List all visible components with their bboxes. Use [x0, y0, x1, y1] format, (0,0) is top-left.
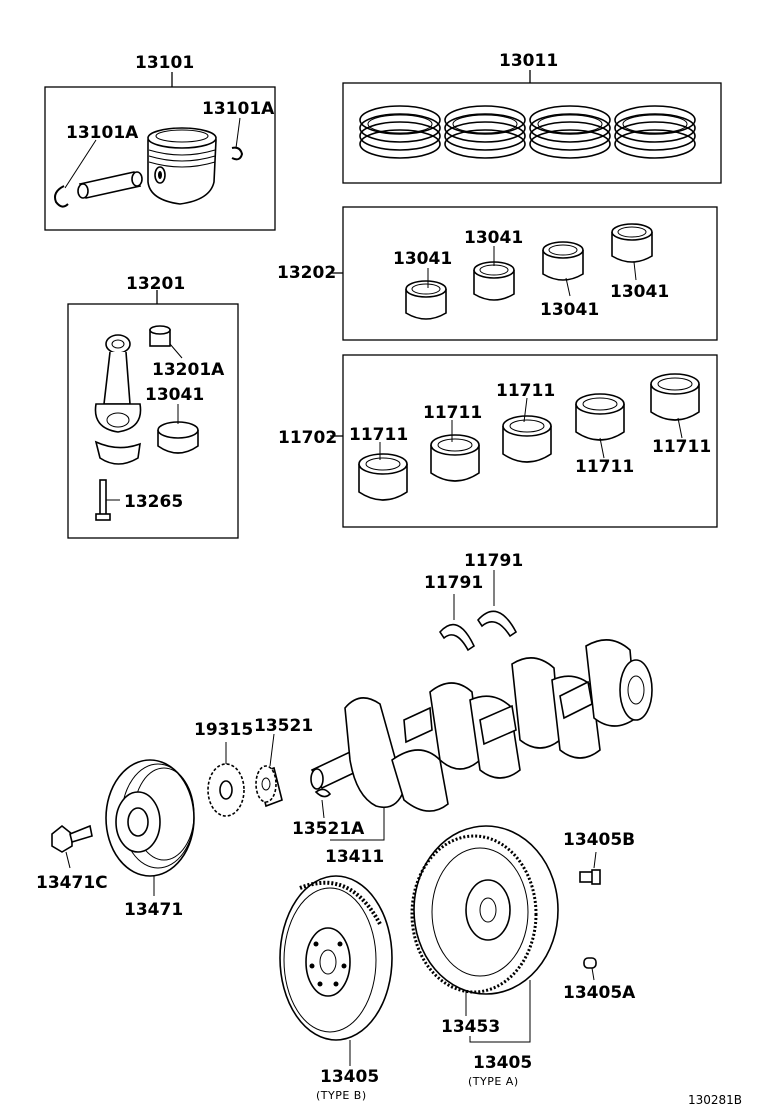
label-13265: 13265 — [124, 492, 183, 512]
flywheel-type-b-icon — [279, 875, 393, 1041]
flywheel-pin-icon — [583, 957, 597, 969]
catalog-code: 130281B — [688, 1093, 742, 1107]
flywheel-pin-group[interactable] — [583, 957, 597, 981]
thrust-washer-left-icon — [438, 623, 476, 652]
label-13041-2: 13041 — [464, 228, 523, 248]
label-13411: 13411 — [325, 847, 384, 867]
label-13405a: 13405A — [563, 983, 636, 1003]
label-11711-3: 11711 — [496, 381, 555, 401]
connecting-rod-group[interactable] — [67, 290, 239, 539]
conrod-bearing-set-group[interactable] — [330, 206, 718, 341]
label-11702: 11702 — [278, 428, 337, 448]
label-13405-type-a: 13405 — [473, 1053, 532, 1073]
label-13471c: 13471C — [36, 873, 108, 893]
label-11791-left: 11791 — [424, 573, 483, 593]
timing-rotor-icon — [207, 763, 245, 817]
label-13041-4: 13041 — [610, 282, 669, 302]
label-13201a: 13201A — [152, 360, 225, 380]
label-13521: 13521 — [254, 716, 313, 736]
label-13202: 13202 — [277, 263, 336, 283]
pulley-bolt-group[interactable] — [51, 824, 93, 869]
flywheel-bolt-icon — [579, 869, 601, 885]
piston-pin-icon — [77, 171, 143, 199]
label-11711-2: 11711 — [423, 403, 482, 423]
key-icon — [314, 788, 332, 798]
snap-ring-left-icon — [54, 185, 69, 208]
label-13521a: 13521A — [292, 819, 365, 839]
conrod-bearing-icon — [157, 421, 199, 454]
thrust-washer-right-icon — [476, 610, 518, 638]
piston-rings-icon — [359, 105, 696, 159]
crank-timing-gear-group[interactable] — [255, 733, 283, 808]
pulley-bolt-icon — [51, 824, 93, 853]
label-13405-type-b: 13405 — [320, 1067, 379, 1087]
label-type-b: (TYPE B) — [316, 1089, 367, 1102]
main-bearing-shells-icon — [358, 373, 700, 501]
label-type-a: (TYPE A) — [468, 1075, 519, 1088]
flywheel-bolt-group[interactable] — [579, 851, 601, 885]
thrust-washers-group[interactable] — [438, 570, 518, 652]
label-13101: 13101 — [135, 53, 194, 73]
crankshaft-group[interactable] — [310, 639, 653, 841]
piston-set-group[interactable] — [44, 72, 276, 231]
timing-gear-icon — [255, 765, 283, 808]
conrod-bush-icon — [149, 325, 171, 347]
main-bearing-set-group[interactable] — [330, 354, 718, 528]
label-19315: 19315 — [194, 720, 253, 740]
label-13471: 13471 — [124, 900, 183, 920]
crank-pulley-group[interactable] — [105, 759, 195, 896]
conrod-bolt-icon — [95, 479, 111, 521]
conrod-bearing-shells-icon — [405, 223, 653, 320]
flywheel-type-b-group[interactable] — [279, 875, 393, 1066]
label-13041-3: 13041 — [540, 300, 599, 320]
label-13101a-left: 13101A — [66, 123, 139, 143]
label-13011: 13011 — [499, 51, 558, 71]
crankshaft-icon — [310, 639, 653, 812]
connecting-rod-icon — [94, 334, 142, 465]
label-11791-right: 11791 — [464, 551, 523, 571]
flywheel-type-a-group[interactable] — [410, 825, 559, 1043]
label-13453: 13453 — [441, 1017, 500, 1037]
flywheel-type-a-icon — [410, 825, 559, 995]
piston-ring-set-group[interactable] — [342, 70, 722, 184]
label-13201: 13201 — [126, 274, 185, 294]
snap-ring-right-icon — [231, 146, 244, 161]
label-13405b: 13405B — [563, 830, 635, 850]
crank-pulley-icon — [105, 759, 195, 877]
piston-icon — [147, 127, 217, 205]
label-13041-conrod: 13041 — [145, 385, 204, 405]
label-13101a-right: 13101A — [202, 99, 275, 119]
label-13041-1: 13041 — [393, 249, 452, 269]
label-11711-1: 11711 — [349, 425, 408, 445]
label-11711-4: 11711 — [575, 457, 634, 477]
label-11711-5: 11711 — [652, 437, 711, 457]
timing-rotor-group[interactable] — [207, 742, 245, 817]
